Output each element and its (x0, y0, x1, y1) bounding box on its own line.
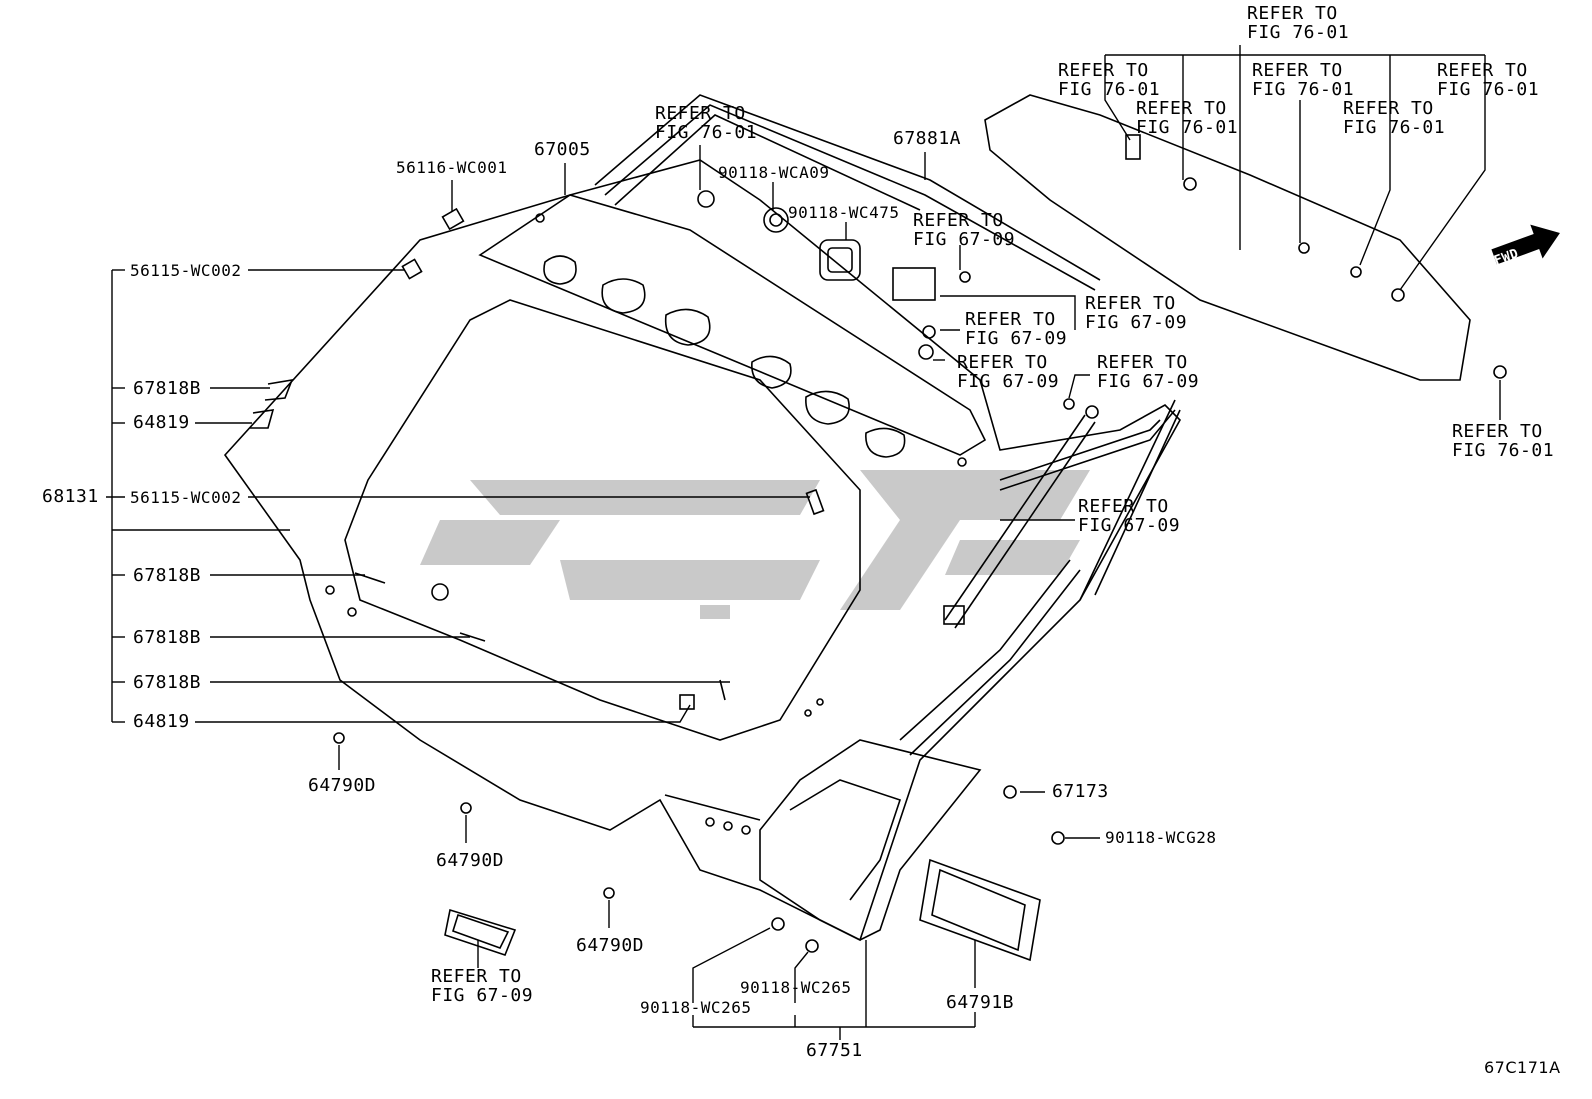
figure-id: 67C171A (1484, 1058, 1561, 1077)
part-label-68131: 68131 (42, 486, 99, 507)
part-label-56115-wc002-mid: 56115-WC002 (130, 488, 242, 507)
part-label-64790d-1: 64790D (308, 775, 377, 796)
part-label-67751: 67751 (806, 1040, 863, 1061)
part-label-67005: 67005 (534, 139, 591, 160)
part-label-67173: 67173 (1052, 781, 1109, 802)
part-label-64819-1: 64819 (133, 412, 190, 433)
part-label-64819-2: 64819 (133, 711, 190, 732)
part-label-67818b-3: 67818B (133, 627, 202, 648)
part-label-64790d-2: 64790D (436, 850, 505, 871)
part-label-67818b-2: 67818B (133, 565, 202, 586)
part-label-64790d-3: 64790D (576, 935, 645, 956)
part-label-90118-wc265-b: 90118-WC265 (740, 978, 852, 997)
part-label-90118-wc475: 90118-WC475 (788, 203, 900, 222)
leader-lines (106, 45, 1501, 1040)
part-label-67818b-4: 67818B (133, 672, 202, 693)
tailgate-drawing (223, 94, 1507, 962)
part-label-67881a: 67881A (893, 128, 962, 149)
fwd-arrow-icon (1491, 224, 1560, 265)
part-label-56116-wc001: 56116-WC001 (396, 158, 508, 177)
watermark-logo (420, 470, 1090, 619)
part-label-56115-wc002-top: 56115-WC002 (130, 261, 242, 280)
part-label-90118-wc265-a: 90118-WC265 (640, 998, 752, 1017)
part-label-90118-wca09: 90118-WCA09 (718, 163, 830, 182)
part-label-64791b: 64791B (946, 992, 1015, 1013)
part-label-67818b-1: 67818B (133, 378, 202, 399)
part-label-90118-wcg28: 90118-WCG28 (1105, 828, 1217, 847)
